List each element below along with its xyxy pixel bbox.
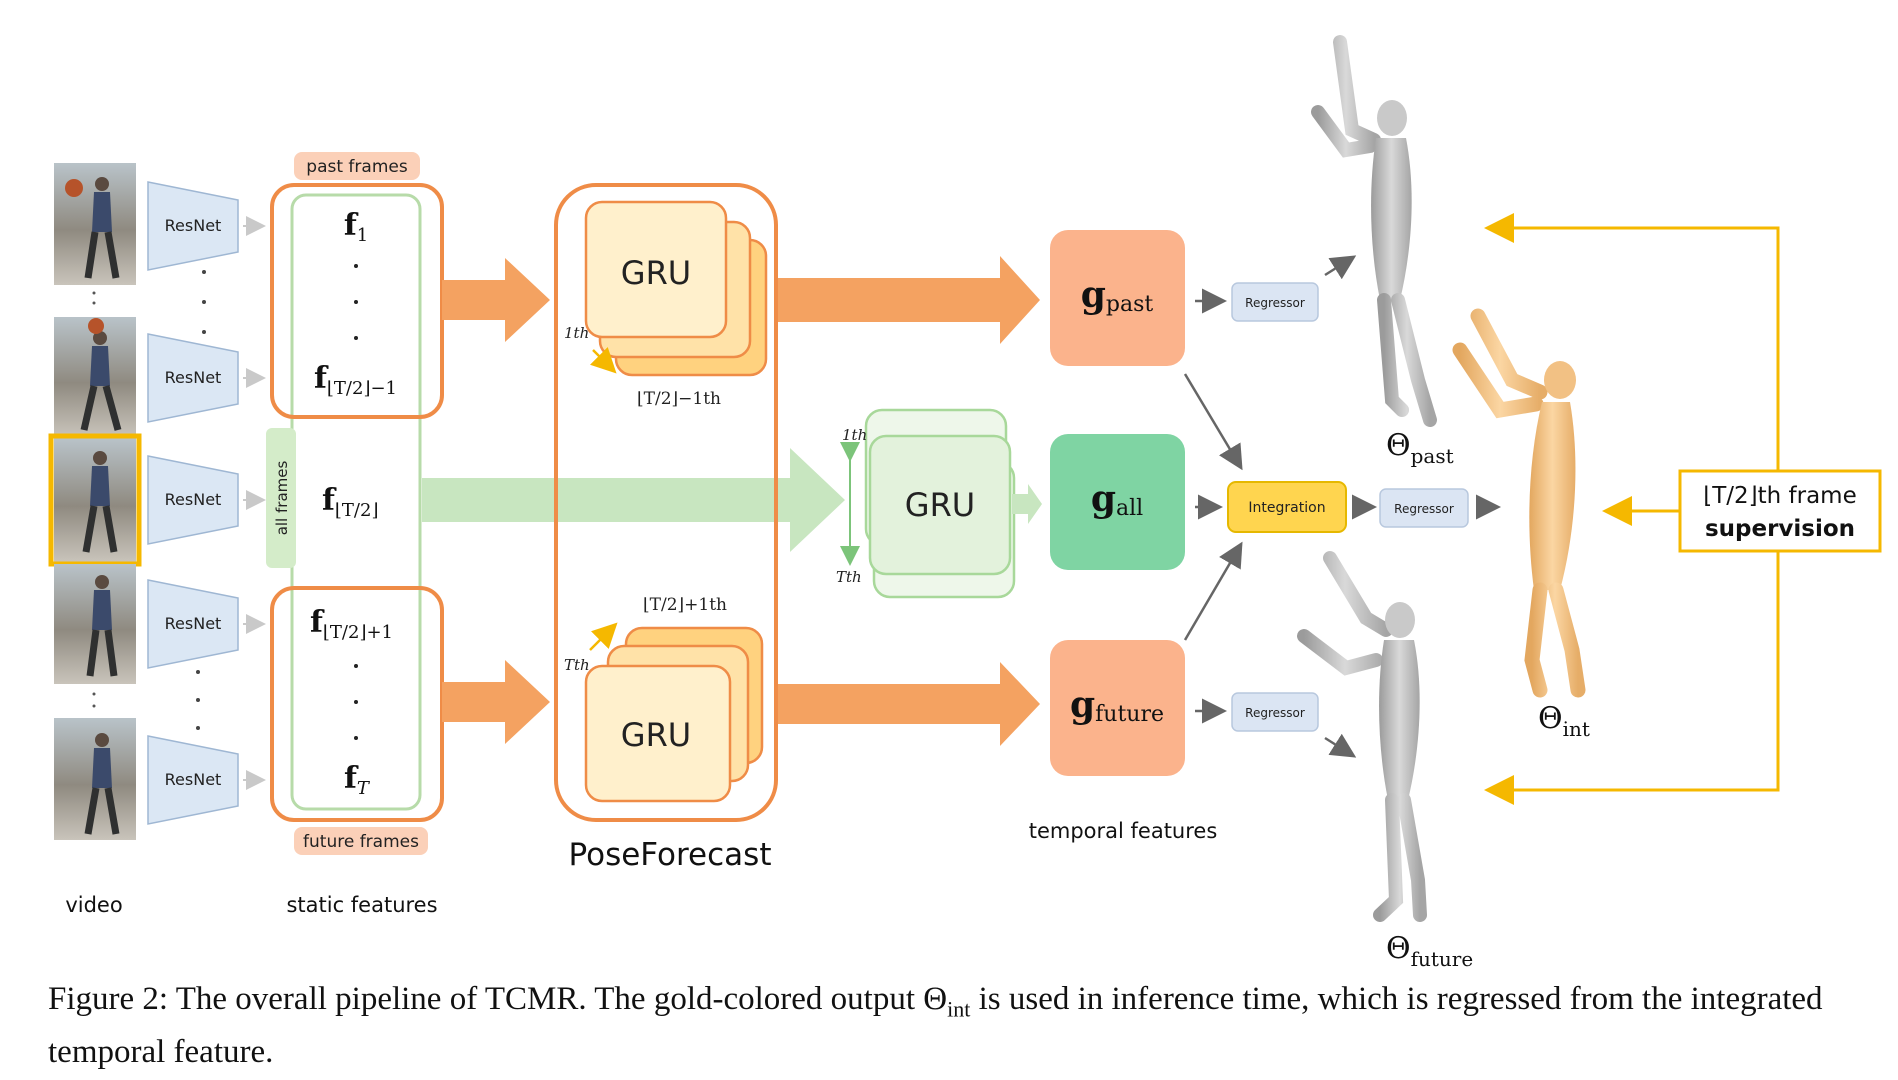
resnet-encoders: ResNet ResNet ResNet ResNet ResNet: [147, 181, 266, 825]
regressor-int-label: Regressor: [1394, 502, 1454, 516]
future-frames-label: future frames: [303, 832, 419, 852]
video-frame-1: [54, 163, 136, 285]
supervision-box: [1678, 469, 1882, 553]
gru-past-start-annotation: 1th: [564, 324, 589, 342]
g-all-box: [1050, 434, 1185, 570]
regressor-int: [1379, 488, 1469, 528]
resnet-2: ResNet: [147, 333, 266, 423]
poseforecast-box: [554, 183, 778, 822]
poseforecast-module: GRU 1th ⌊T/2⌋−1th GRU ⌊T/2⌋+1th Tth Pose…: [554, 183, 778, 873]
resnet-label: ResNet: [165, 216, 222, 235]
orange-arrow-past-to-gru: [442, 258, 550, 342]
feature-dots-future: [354, 664, 358, 740]
gru-future-start-annotation: Tth: [564, 656, 590, 674]
figure-caption: Figure 2: The overall pipeline of TCMR. …: [48, 978, 1878, 1073]
integration-label: Integration: [1248, 500, 1325, 516]
feature-f-mid: f⌊T/2⌋: [322, 483, 378, 521]
theta-int-label: Θint: [1538, 701, 1590, 741]
video-frame-5: [54, 718, 136, 840]
supervision: ⌊T/2⌋th frame supervision: [1484, 213, 1882, 805]
temporal-features-title: temporal features: [1029, 819, 1218, 843]
resnet-label: ResNet: [165, 614, 222, 633]
resnet-1: ResNet: [147, 181, 266, 271]
past-frames-label: past frames: [306, 157, 408, 177]
gru-past-label: GRU: [621, 254, 691, 292]
caption-part1: Figure 2: The overall pipeline of TCMR. …: [48, 981, 948, 1017]
caption-part2: is used in inference time, which is regr…: [48, 981, 1823, 1070]
all-frames-label: all frames: [273, 461, 291, 536]
resnet-4: ResNet: [147, 579, 266, 669]
gru-future-label: GRU: [621, 716, 691, 754]
gru-all-end-annotation: Tth: [836, 568, 862, 586]
video-frame-3-highlighted: [48, 433, 142, 567]
regressor-future-label: Regressor: [1245, 706, 1305, 720]
static-features: past frames future frames all frames f1 …: [266, 152, 444, 855]
g-past-box: [1050, 230, 1185, 366]
caption-sub: int: [947, 996, 971, 1022]
resnet-label: ResNet: [165, 368, 222, 387]
theta-past-label: Θpast: [1386, 428, 1454, 468]
all-frames-tag: [266, 428, 296, 568]
supervision-line2: supervision: [1705, 516, 1855, 542]
regressor-past: [1231, 282, 1319, 322]
video-frame-2: [54, 317, 136, 437]
video-frame-4: [54, 564, 136, 684]
feature-fT: fT: [344, 761, 371, 799]
gru-all-label: GRU: [905, 486, 975, 524]
supervision-line1: ⌊T/2⌋th frame: [1703, 483, 1857, 509]
orange-arrow-gru-future-to-gfuture: [776, 662, 1040, 746]
orange-arrow-future-to-gru: [442, 660, 550, 744]
orange-arrow-gru-past-to-gpast: [776, 256, 1040, 344]
temporal-features: gpast gall gfuture temporal features: [1029, 230, 1218, 843]
mesh-past: [1311, 35, 1437, 427]
gru-all-stack: GRU: [864, 408, 1016, 599]
feature-f-mid-plus: f⌊T/2⌋+1: [310, 605, 393, 643]
green-arrow-gru-to-gall: [1012, 484, 1042, 524]
green-arrow-all-to-gru: [422, 448, 845, 552]
integration-box: [1227, 481, 1347, 533]
gru-future-end-annotation: ⌊T/2⌋+1th: [643, 595, 727, 615]
regressor-future: [1231, 692, 1319, 732]
mesh-int-gold: [1452, 308, 1586, 698]
feature-f-mid-minus: f⌊T/2⌋−1: [314, 361, 397, 399]
feature-dots-past: [354, 264, 358, 340]
theta-future-label: Θfuture: [1386, 931, 1473, 971]
video-ellipsis-dots: [92, 291, 96, 708]
gru-past-end-annotation: ⌊T/2⌋−1th: [637, 389, 721, 409]
resnet-3: ResNet: [147, 455, 266, 545]
resnet-5: ResNet: [147, 735, 266, 825]
g-future-label: gfuture: [1070, 684, 1164, 727]
static-features-label: static features: [286, 893, 437, 917]
poseforecast-title: PoseForecast: [569, 837, 772, 873]
resnet-ellipsis-dots: [196, 270, 206, 730]
g-past-label: gpast: [1081, 274, 1154, 317]
gru-future-stack: GRU: [584, 626, 764, 803]
g-future-box: [1050, 640, 1185, 776]
video-label: video: [65, 893, 122, 917]
resnet-label: ResNet: [165, 490, 222, 509]
mesh-future: [1297, 551, 1427, 922]
regression-head: Regressor Regressor Integration Regresso…: [1183, 255, 1501, 758]
gru-all-start-annotation: 1th: [842, 426, 867, 444]
regressor-past-label: Regressor: [1245, 296, 1305, 310]
future-frames-tag: [294, 827, 428, 855]
past-frames-tag: [294, 152, 420, 180]
feature-f1: f1: [344, 208, 368, 246]
gru-past-stack: GRU: [584, 200, 768, 377]
video-frames: [48, 163, 142, 840]
g-all-label: gall: [1091, 478, 1143, 521]
resnet-label: ResNet: [165, 770, 222, 789]
